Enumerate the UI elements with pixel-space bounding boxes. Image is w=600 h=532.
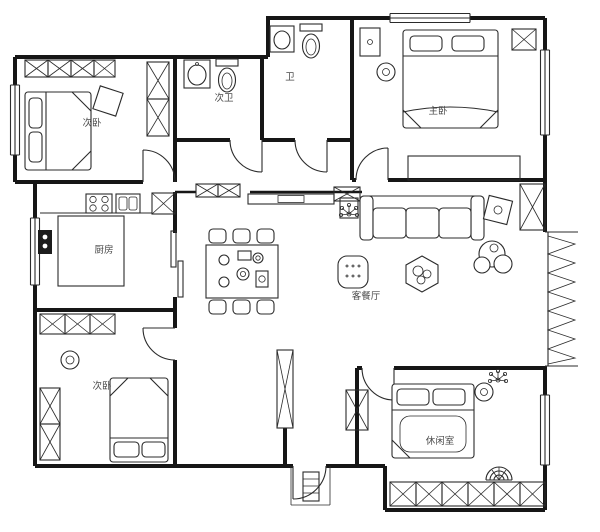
kitchen-island-icon <box>57 215 125 287</box>
stool-icon <box>60 350 80 370</box>
room-label-bath-secondary: 次卫 <box>214 92 234 104</box>
window-leisure-right <box>539 394 551 466</box>
tv-console-icon <box>247 193 335 205</box>
master-bedroom-furniture <box>359 27 499 129</box>
bath-main-fixtures <box>269 23 323 59</box>
cabinet-x-box <box>151 192 176 215</box>
wall-x-box <box>276 349 294 429</box>
room-label-bath-main: 卫 <box>285 72 295 83</box>
kitchen-sink-icon <box>115 193 141 214</box>
pillow-icon <box>28 131 43 163</box>
window-master-right <box>539 49 551 136</box>
plant-icon <box>338 202 360 218</box>
toilet-icon <box>215 58 239 93</box>
cabinet-x-box <box>519 481 546 507</box>
pillow-icon <box>28 97 43 129</box>
coffee-table-hexagon-icon <box>405 255 439 293</box>
side-table-icon <box>474 382 494 402</box>
sofa-icon <box>359 195 485 241</box>
door-arc-bath-secondary <box>229 139 263 173</box>
pillow-icon <box>432 388 466 406</box>
door-arc-entry <box>292 465 327 500</box>
wardrobes-and-cabinets <box>24 28 546 507</box>
washbasin-icon <box>183 59 211 89</box>
wardrobe-hatched <box>407 155 521 181</box>
dining-chair-icon <box>208 299 227 315</box>
lamp-table-icon <box>482 194 514 226</box>
door-arc-master <box>355 147 389 181</box>
appliance-icon <box>38 230 52 254</box>
leisure-room-furniture <box>391 368 513 481</box>
cabinet-x-box <box>345 389 369 431</box>
door-arc-bath-main <box>294 139 328 173</box>
wardrobe-x-box <box>146 98 170 137</box>
bedroom-bottom-left-furniture <box>60 350 169 463</box>
door-arc-bedroom-top-left <box>142 149 176 183</box>
sliding-door-kitchen <box>170 230 184 298</box>
dining-set <box>205 228 279 315</box>
bedroom-top-left-furniture <box>24 85 124 171</box>
door-arc-bedroom-bottom-left <box>142 327 176 361</box>
tableware-icons <box>218 250 269 288</box>
dining-chair-icon <box>232 299 251 315</box>
entry-steps-icon <box>302 471 320 502</box>
room-label-kitchen: 厨房 <box>94 244 113 256</box>
room-label-leisure: 休闲室 <box>426 435 455 447</box>
room-label-bedroom-top-left: 次卧 <box>82 117 102 129</box>
toilet-icon <box>299 23 323 59</box>
bed-icon <box>24 91 92 171</box>
column-x-box <box>519 183 546 231</box>
dining-chair-icon <box>256 299 275 315</box>
wardrobe-x-box <box>39 423 61 461</box>
stove-icon <box>85 193 113 214</box>
plant-icon <box>487 368 509 384</box>
bed-icon <box>402 29 499 129</box>
entry-porch <box>290 466 331 506</box>
wardrobe-x-box <box>89 313 116 335</box>
doors <box>142 139 395 506</box>
pillow-icon <box>451 35 485 52</box>
wardrobe-x-box <box>93 59 116 78</box>
bay-window-zigzag-icon <box>545 231 578 367</box>
kitchen-furniture <box>38 193 152 287</box>
pillow-icon <box>396 388 430 406</box>
windows <box>9 12 578 466</box>
cabinet-x-box <box>217 183 241 198</box>
washbasin-icon <box>269 25 295 53</box>
room-label-bedroom-bottom-left: 次卧 <box>92 380 112 392</box>
window-bedroom-top-left <box>9 84 21 156</box>
room-label-living-dining: 客餐厅 <box>352 290 381 302</box>
stool-icon <box>376 62 396 82</box>
pouf-icon <box>337 255 369 289</box>
door-arc-leisure <box>361 367 395 401</box>
room-labels: 次卧 次卫 卫 主卧 厨房 次卧 客餐厅 休闲室 <box>82 72 454 447</box>
bed-icon <box>109 377 169 463</box>
cabinet-x-box <box>511 28 537 51</box>
room-label-bedroom-master: 主卧 <box>428 105 448 117</box>
nightstand-icon <box>359 27 381 57</box>
living-room-furniture <box>247 193 514 293</box>
pillow-icon <box>113 441 140 458</box>
fan-decor-icon <box>485 466 513 481</box>
bath-secondary-fixtures <box>183 58 239 93</box>
daybed-icon <box>391 383 475 459</box>
dining-chair-icon <box>232 228 251 244</box>
dining-chair-icon <box>208 228 227 244</box>
window-master-top <box>389 12 471 24</box>
pillow-icon <box>141 441 166 458</box>
nightstand-icon <box>92 85 124 117</box>
dining-chair-icon <box>256 228 275 244</box>
pillow-icon <box>409 35 443 52</box>
armchair-flower-icon <box>473 240 513 274</box>
